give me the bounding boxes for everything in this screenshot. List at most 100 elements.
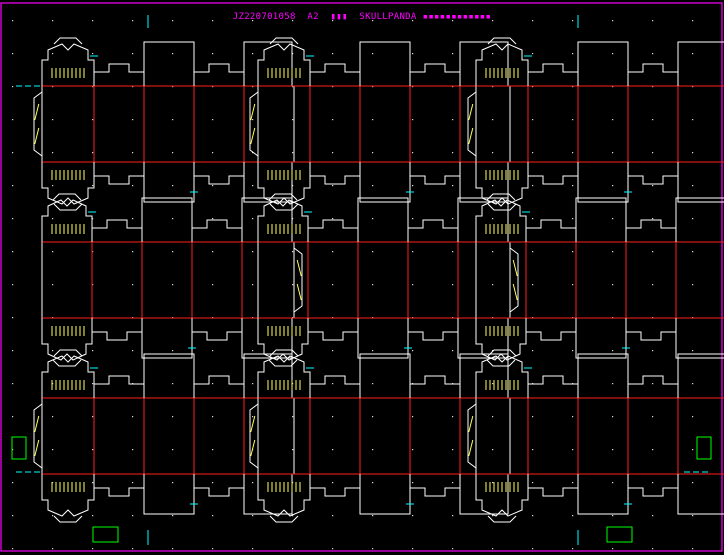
grid-dot <box>492 251 494 253</box>
grid-dot <box>52 383 54 385</box>
grid-dot <box>212 515 214 517</box>
diagonal-mark <box>34 439 40 457</box>
grid-dot <box>52 449 54 451</box>
grid-dot <box>252 515 254 517</box>
grid-dot <box>652 20 654 22</box>
grid-dot <box>692 119 694 121</box>
bottom-flap <box>243 162 293 203</box>
grid-dot <box>12 350 14 352</box>
diagonal-mark <box>34 415 40 433</box>
grid-dot <box>52 20 54 22</box>
lock-tab <box>475 355 529 398</box>
grid-dot <box>212 86 214 88</box>
grid-dot <box>452 284 454 286</box>
top-flap <box>359 353 411 398</box>
grid-dot <box>52 350 54 352</box>
lock-tab <box>257 355 311 398</box>
grid-dot <box>332 284 334 286</box>
grid-dot <box>652 218 654 220</box>
grid-dot <box>452 449 454 451</box>
grid-dot <box>532 218 534 220</box>
grid-dot <box>372 251 374 253</box>
grid-dot <box>572 449 574 451</box>
grid-dot <box>292 251 294 253</box>
grid-dot <box>172 482 174 484</box>
grid-dot <box>172 86 174 88</box>
top-flap <box>675 197 724 242</box>
grid-dot <box>452 53 454 55</box>
grid-dot <box>372 152 374 154</box>
bottom-flap <box>675 318 724 359</box>
grid-dot <box>52 152 54 154</box>
grid-dot <box>292 416 294 418</box>
lock-tab <box>475 199 527 242</box>
marker-box <box>696 436 712 460</box>
grid-dot <box>692 284 694 286</box>
grid-dot <box>652 86 654 88</box>
carton-dieline <box>475 193 724 367</box>
lock-tab-ear <box>486 193 516 201</box>
lock-tab <box>41 199 93 242</box>
grid-dot <box>92 53 94 55</box>
grid-dot <box>172 383 174 385</box>
lock-tab-ear <box>268 193 298 201</box>
grid-dot <box>652 152 654 154</box>
tuck-flap <box>93 375 145 398</box>
grid-dot <box>172 218 174 220</box>
grid-dot <box>372 284 374 286</box>
grid-dot <box>132 152 134 154</box>
marker-box <box>606 526 633 543</box>
grid-dot <box>332 218 334 220</box>
grid-dot <box>412 53 414 55</box>
carton-dieline <box>257 193 519 367</box>
grid-dot <box>572 515 574 517</box>
grid-dot <box>212 449 214 451</box>
grid-dot <box>652 251 654 253</box>
grid-dot <box>572 218 574 220</box>
grid-dot <box>372 383 374 385</box>
tuck-flap <box>525 318 577 341</box>
carton-dieline <box>467 37 724 211</box>
grid-dot <box>532 152 534 154</box>
grid-dot <box>292 383 294 385</box>
grid-dot <box>132 86 134 88</box>
grid-dot <box>412 251 414 253</box>
lock-tab-ear <box>53 515 83 523</box>
grid-dot <box>52 416 54 418</box>
tuck-flap <box>93 474 145 497</box>
grid-dot <box>492 185 494 187</box>
bottom-flap <box>457 318 509 359</box>
grid-dot <box>372 20 374 22</box>
grid-dot <box>452 185 454 187</box>
grid-dot <box>292 20 294 22</box>
grid-dot <box>412 185 414 187</box>
top-flap <box>459 353 509 398</box>
bottom-flap <box>241 318 293 359</box>
grid-dot <box>612 416 614 418</box>
grid-dot <box>572 350 574 352</box>
grid-dot <box>492 218 494 220</box>
grid-dot <box>532 86 534 88</box>
bottom-flap <box>459 162 509 203</box>
grid-dot <box>52 284 54 286</box>
grid-dot <box>92 449 94 451</box>
grid-dot <box>212 548 214 550</box>
grid-dot <box>332 350 334 352</box>
grid-dot <box>92 185 94 187</box>
tuck-flap <box>625 219 677 242</box>
bottom-flap <box>577 162 629 203</box>
grid-dot <box>92 152 94 154</box>
grid-dot <box>292 449 294 451</box>
grid-dot <box>532 482 534 484</box>
grid-dot <box>252 185 254 187</box>
lock-tab-ear <box>487 37 517 45</box>
bottom-flap <box>143 474 195 515</box>
tuck-flap <box>193 162 245 185</box>
grid-dot <box>212 119 214 121</box>
carton-dieline <box>33 349 295 523</box>
grid-dot <box>92 119 94 121</box>
grid-dot <box>12 185 14 187</box>
grid-dot <box>452 515 454 517</box>
grid-dot <box>532 20 534 22</box>
grid-dot <box>12 20 14 22</box>
